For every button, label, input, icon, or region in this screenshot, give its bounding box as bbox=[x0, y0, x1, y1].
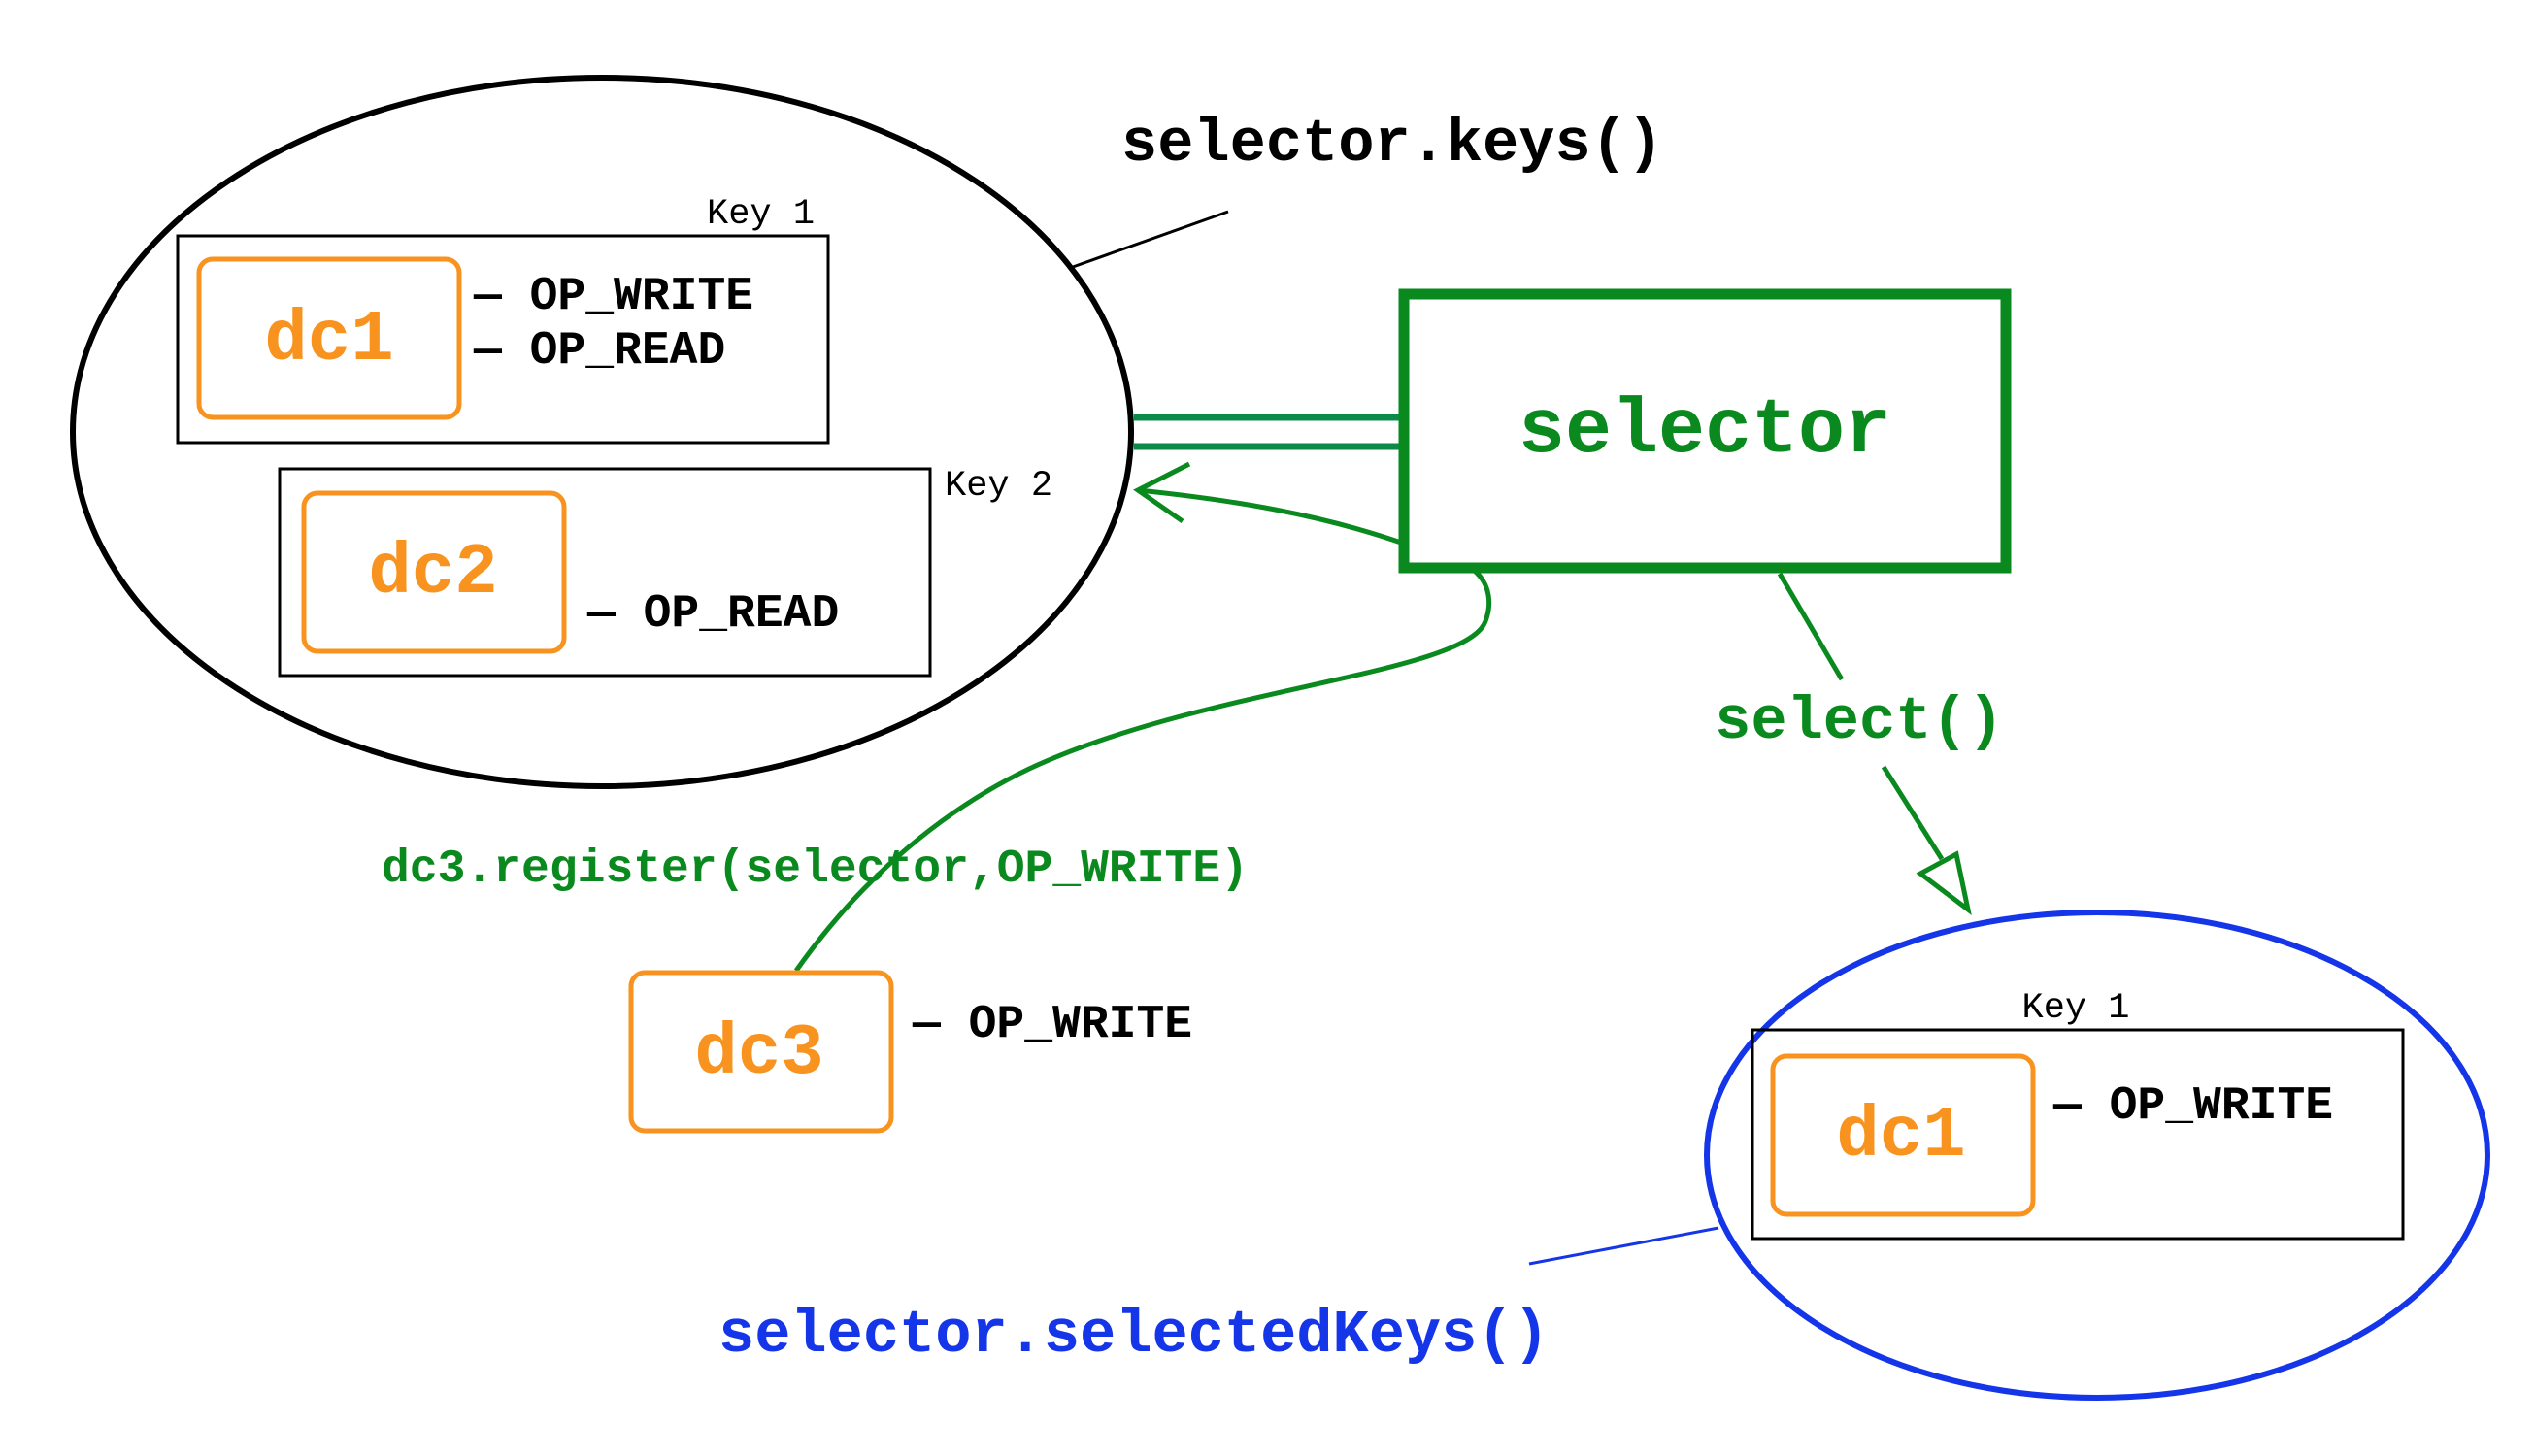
dc3-channel-box bbox=[628, 970, 894, 1134]
selector-box bbox=[1398, 288, 2012, 574]
select-arrow-head bbox=[1916, 850, 1972, 916]
dc2-channel-label: dc2 bbox=[368, 533, 497, 614]
selected-keys-set-ellipse bbox=[1704, 910, 2490, 1401]
register-arrow-head bbox=[1133, 461, 1191, 524]
keys-leader-line bbox=[1072, 210, 1229, 269]
all-keys-set-ellipse bbox=[70, 75, 1134, 789]
selected-key1-label: Key 1 bbox=[2021, 988, 2129, 1029]
dc3-op-write: — OP_WRITE bbox=[912, 999, 1192, 1051]
keys-call-label: selector.keys() bbox=[1121, 110, 1663, 179]
selected-key1-op-write: — OP_WRITE bbox=[2052, 1080, 2333, 1133]
selected-key1-box bbox=[1751, 1028, 2405, 1241]
selected-dc1-channel-box bbox=[1770, 1053, 2036, 1217]
key2-op-read: — OP_READ bbox=[586, 588, 839, 641]
selected-keys-leader-line bbox=[1528, 1226, 1719, 1266]
key2-label: Key 2 bbox=[945, 466, 1052, 507]
key1-op-read: — OP_READ bbox=[473, 325, 725, 378]
key2-box bbox=[278, 467, 932, 678]
key1-box bbox=[176, 234, 830, 445]
dc3-channel-label: dc3 bbox=[694, 1013, 823, 1095]
dc2-channel-box bbox=[301, 490, 567, 654]
register-curve bbox=[793, 563, 1492, 973]
select-line-upper bbox=[1777, 572, 1845, 681]
selected-dc1-channel-label: dc1 bbox=[1836, 1096, 1965, 1177]
selected-keys-call-label: selector.selectedKeys() bbox=[718, 1301, 1550, 1370]
key1-op-write: — OP_WRITE bbox=[473, 271, 753, 323]
dc1-channel-box bbox=[196, 256, 462, 420]
dc1-channel-label: dc1 bbox=[264, 300, 393, 381]
selector-label: selector bbox=[1518, 387, 1891, 476]
key1-label: Key 1 bbox=[707, 194, 815, 235]
register-call-label: dc3.register(selector,OP_WRITE) bbox=[382, 844, 1249, 896]
select-call-label: select() bbox=[1715, 687, 2004, 756]
register-arrow-line bbox=[1137, 487, 1405, 546]
select-line-lower bbox=[1881, 765, 1945, 861]
